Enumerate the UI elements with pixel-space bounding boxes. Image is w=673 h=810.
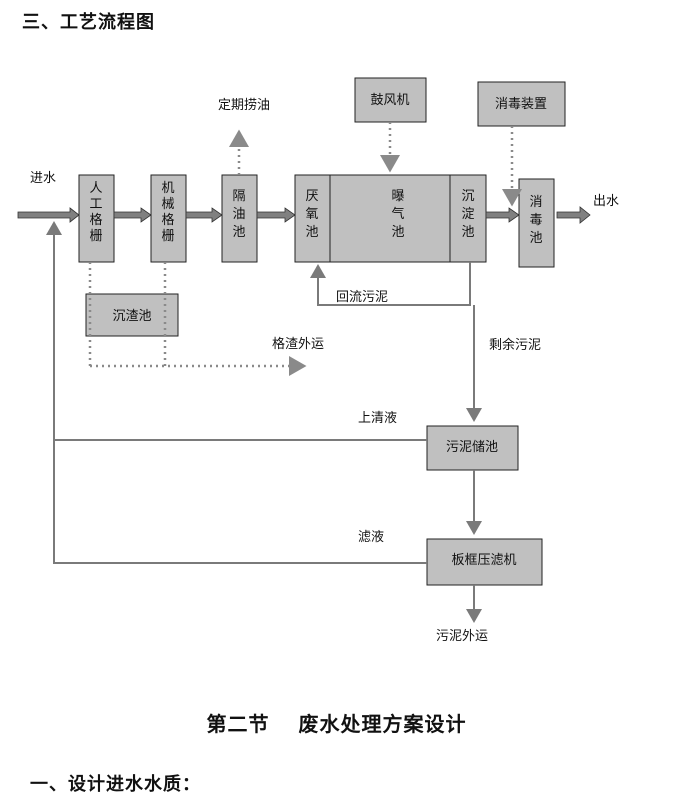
arrow-settling-to-disinfection [485,207,520,223]
label-sludge-out: 污泥外运 [436,629,488,644]
label-disinfection-3: 池 [529,231,542,246]
label-disinfection-1: 消 [529,195,542,210]
page-heading: 三、工艺流程图 [22,12,155,33]
box-sludge-pond: 沉渣池 [85,293,179,337]
arrow-outflow [556,206,591,224]
label-oil-removal: 定期捞油 [218,97,270,113]
label-filter-press: 板框压滤机 [451,553,516,568]
main-flow-arrows [17,206,591,224]
label-mech-screen-3: 格 [161,212,174,228]
label-filtrate: 滤液 [358,530,384,545]
label-oil-sep-1: 隔 [232,189,245,204]
label-blower: 鼓风机 [370,93,409,108]
label-aeration-2: 气 [391,206,404,222]
label-supernatant: 上清液 [358,411,397,426]
label-manual-screen-2: 工 [89,197,102,212]
label-aeration-1: 曝 [391,189,404,204]
label-manual-screen-3: 格 [89,212,102,228]
label-outflow: 出水 [593,194,619,209]
label-disinfection-2: 毒 [529,213,542,228]
label-anoxic-2: 氧 [305,207,318,222]
box-manual-screen: 人 工 格 栅 [78,174,115,263]
section-title: 第二节 废水处理方案设计 [206,712,467,736]
subsection-title: 一、设计进水水质： [30,774,201,795]
arrow-oil-to-anoxic [256,207,296,223]
label-mech-screen-1: 机 [161,181,174,196]
label-mech-screen-4: 栅 [161,229,174,244]
label-excess-sludge: 剩余污泥 [489,337,541,353]
solid-lines [46,221,482,623]
label-sludge-storage: 污泥储池 [446,440,498,455]
label-return-sludge: 回流污泥 [336,290,388,305]
box-anoxic-aeration-settling: 厌 氧 池 曝 气 池 沉 淀 池 [294,174,487,263]
label-manual-screen-4: 栅 [89,229,102,244]
box-mech-screen: 机 械 格 栅 [150,174,187,263]
label-disinfect-device: 消毒装置 [495,97,547,112]
label-oil-sep-3: 池 [232,225,245,240]
dotted-lines [88,122,522,376]
label-anoxic-3: 池 [305,225,318,240]
label-anoxic-1: 厌 [305,189,318,204]
label-aeration-3: 池 [391,225,404,240]
arrow-screen1-to-screen2 [113,207,152,223]
label-settling-1: 沉 [461,189,474,204]
label-settling-3: 池 [461,225,474,240]
box-oil-separator: 隔 油 池 [221,174,258,263]
label-oil-sep-2: 油 [232,207,245,222]
box-sludge-storage: 污泥储池 [426,425,519,471]
arrow-screen2-to-oil [185,207,223,223]
arrow-inflow [17,207,80,223]
label-screenings-out: 格渣外运 [272,336,324,352]
box-disinfection-pond: 消 毒 池 [518,178,555,268]
line-filtrate-return [53,440,427,564]
label-sludge-pond: 沉渣池 [112,309,151,324]
label-manual-screen-1: 人 [89,181,102,196]
label-inflow: 进水 [30,171,56,186]
box-blower: 鼓风机 [354,77,427,123]
label-mech-screen-2: 械 [161,197,174,212]
box-disinfect-device: 消毒装置 [477,81,566,127]
label-settling-2: 淀 [461,207,474,222]
box-filter-press: 板框压滤机 [426,538,543,586]
line-return-sludge [310,262,471,306]
